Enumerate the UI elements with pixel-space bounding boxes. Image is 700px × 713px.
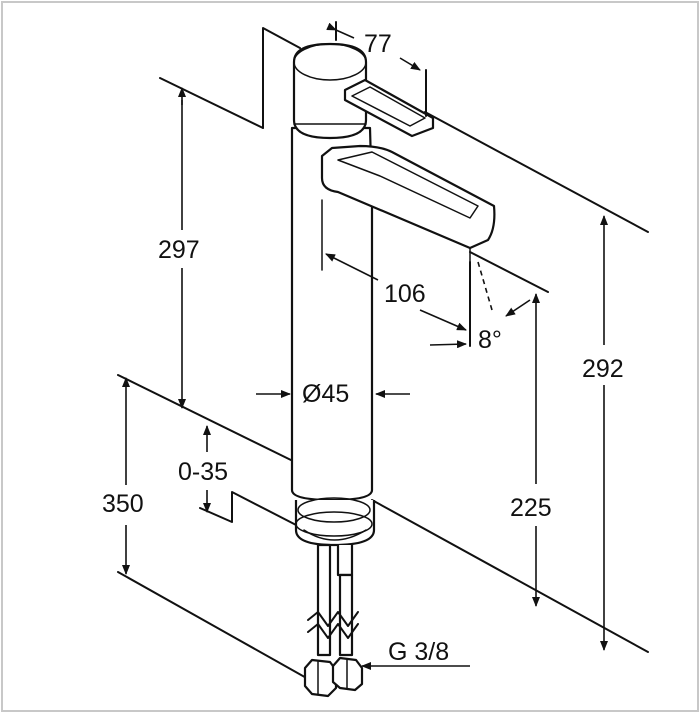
label-lever-length: 77 [364,30,392,58]
dimension-hose-length: 350 [102,377,144,575]
label-clearance-height: 225 [510,494,552,522]
dimension-total-height: 292 [582,215,624,651]
label-connection-thread: G 3/8 [388,638,449,666]
supply-hoses [303,543,364,698]
label-total-height: 292 [582,355,624,383]
label-body-diameter: Ø45 [302,380,349,408]
dimension-clearance-height: 225 [510,293,552,607]
dimension-deck-thickness: 0-35 [178,425,228,513]
label-hose-length: 350 [102,490,144,518]
dimension-body-diameter: Ø45 [256,380,410,408]
dimension-lever-length: 77 [326,21,427,117]
label-spout-reach: 106 [384,280,426,308]
faucet-body [290,42,496,577]
label-spout-angle: 8° [478,326,502,354]
extension-lines [117,27,649,681]
connection-thread-callout: G 3/8 [361,638,470,670]
dimension-spout-height: 297 [158,87,200,409]
label-spout-height: 297 [158,236,200,264]
dimension-spout-reach: 106 [325,253,471,347]
dimension-spout-angle: 8° [429,261,531,354]
label-deck-thickness: 0-35 [178,458,228,486]
